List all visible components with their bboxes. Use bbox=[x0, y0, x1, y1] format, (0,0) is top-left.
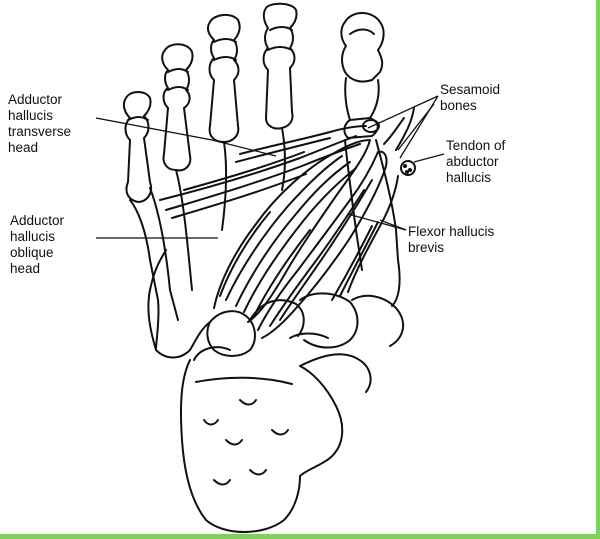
adductor-oblique-muscle bbox=[213, 139, 371, 323]
third-toe-bones bbox=[206, 14, 241, 143]
frame-edge-right bbox=[596, 0, 600, 539]
calcaneus-bone bbox=[179, 353, 372, 533]
fourth-toe-bones bbox=[161, 43, 194, 172]
leader-lines bbox=[95, 95, 445, 239]
adductor-transverse-muscle bbox=[159, 125, 367, 219]
leader-flexor-1 bbox=[347, 213, 407, 231]
leader-sesamoid-1 bbox=[367, 95, 439, 129]
flexor-hallucis-brevis-muscle bbox=[257, 150, 399, 339]
second-toe-bones bbox=[262, 2, 298, 130]
sesamoid-bone-medial bbox=[362, 119, 380, 133]
fifth-toe-bones bbox=[122, 91, 152, 203]
label-flexor-hallucis-brevis: Flexor hallucis brevis bbox=[408, 224, 495, 255]
sesamoid-bone-lateral bbox=[400, 160, 416, 176]
label-tendon-abductor-hallucis: Tendon of abductor hallucis bbox=[446, 138, 506, 185]
leader-sesamoid-3 bbox=[397, 103, 435, 151]
leader-transverse bbox=[95, 117, 277, 157]
tarsal-bones bbox=[193, 292, 405, 361]
great-toe-bones bbox=[340, 12, 385, 139]
label-sesamoid-bones: Sesamoid bones bbox=[440, 82, 501, 113]
label-adductor-oblique-head: Adductor hallucis oblique head bbox=[10, 213, 65, 276]
leader-flexor-2 bbox=[379, 219, 407, 231]
frame-edge-bottom bbox=[0, 534, 600, 539]
leader-tendon bbox=[413, 153, 445, 163]
label-adductor-transverse-head: Adductor hallucis transverse head bbox=[8, 92, 72, 155]
abductor-tendon bbox=[395, 107, 415, 151]
lateral-edge bbox=[147, 249, 167, 351]
